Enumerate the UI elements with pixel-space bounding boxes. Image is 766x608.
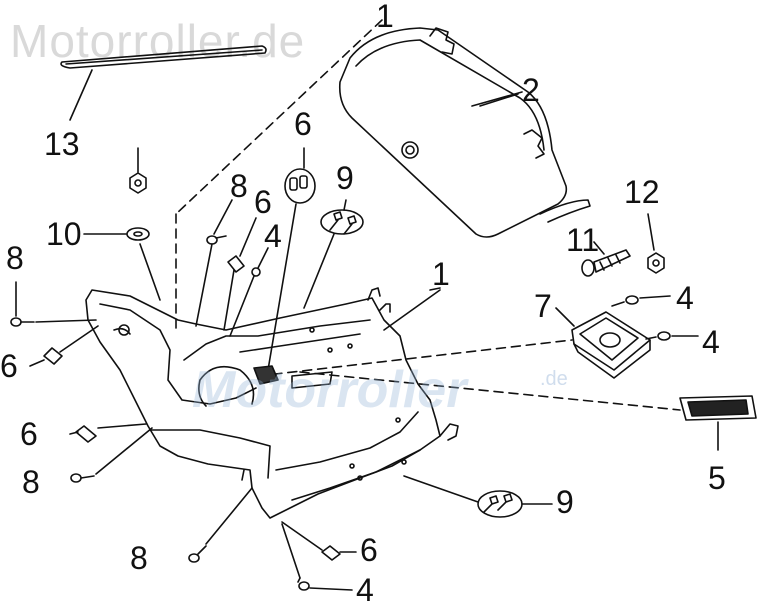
callout-8-low: 8 <box>22 464 40 500</box>
part-4-screw-mid <box>229 247 269 337</box>
callout-6-top: 6 <box>294 106 312 142</box>
callout-9-top: 9 <box>336 160 354 196</box>
callout-10: 10 <box>46 216 82 252</box>
callout-2: 2 <box>522 72 540 108</box>
part-7-bracket <box>555 307 651 379</box>
callout-4-right-b: 4 <box>702 324 720 360</box>
watermark-mid-suffix: .de <box>540 368 568 390</box>
part-4-screws-right <box>611 295 699 341</box>
assembly-lines <box>175 19 681 411</box>
part-8-screw-mid <box>195 199 233 327</box>
watermark-top: Motorroller.de <box>10 15 306 67</box>
callout-8-mid: 8 <box>230 168 248 204</box>
part-8-screw-bottom <box>188 487 253 563</box>
part-8-screw-left <box>10 281 97 327</box>
callout-13: 13 <box>44 126 80 162</box>
leader-lines <box>429 91 523 291</box>
part-13-strip <box>60 45 267 121</box>
callout-11: 11 <box>566 222 600 258</box>
callout-1-top: 1 <box>376 0 394 34</box>
part-11-bolt <box>581 241 631 277</box>
callout-8-bottom: 8 <box>130 540 148 576</box>
part-9-screws-top <box>303 199 364 309</box>
callout-12: 12 <box>624 174 660 210</box>
callout-6-bottom: 6 <box>360 532 378 568</box>
callout-4-mid: 4 <box>264 218 282 254</box>
callout-6-low: 6 <box>20 416 38 452</box>
part-12-nut <box>647 213 665 274</box>
part-6-clip-mid <box>223 217 257 331</box>
callout-6-mid: 6 <box>254 184 272 220</box>
part-1-inner-panel <box>85 287 459 519</box>
callout-5: 5 <box>708 460 726 496</box>
callout-9-low: 9 <box>556 484 574 520</box>
part-6-clip-bottom <box>281 521 357 561</box>
callout-8-left: 8 <box>6 240 24 276</box>
part-10-washer <box>83 227 161 301</box>
part-4-screw-bottom <box>281 523 353 591</box>
part-6-clip-left <box>29 325 99 367</box>
part-8-screw-low <box>70 427 153 483</box>
callout-6-left: 6 <box>0 348 18 384</box>
callout-7: 7 <box>534 288 552 324</box>
watermark-mid: Motorroller <box>192 361 467 419</box>
part-9-screws-low <box>403 475 553 518</box>
callout-1-mid: 1 <box>432 256 450 292</box>
part-2-lid <box>338 27 591 238</box>
part-nut-top <box>129 147 147 194</box>
part-5-pad <box>679 395 757 451</box>
part-6-clip-top <box>267 147 316 371</box>
callout-4-bottom: 4 <box>356 572 374 608</box>
part-6-clip-low <box>69 423 147 443</box>
callout-4-right-a: 4 <box>676 280 694 316</box>
